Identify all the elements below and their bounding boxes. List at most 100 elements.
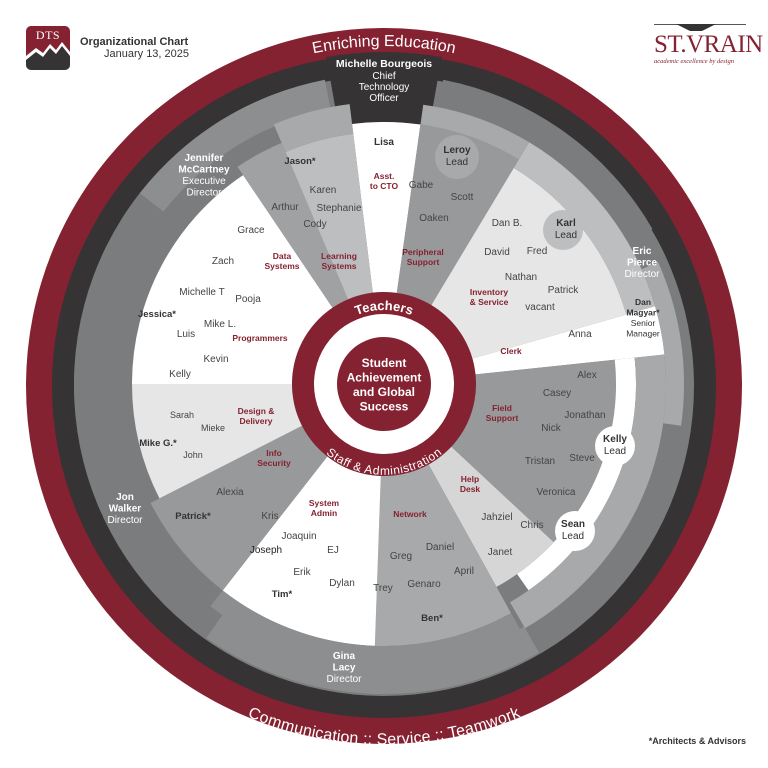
member: Zach (212, 256, 234, 267)
member: Sarah (170, 410, 194, 420)
member: Jahziel (481, 512, 512, 523)
member: Casey (543, 388, 571, 399)
center-line: and Global (353, 385, 415, 399)
center-line: Success (360, 400, 409, 414)
team-label-programmers: Programmers (232, 333, 288, 343)
team-field-support (451, 359, 616, 543)
member: Chris (520, 520, 543, 531)
member: Cody (303, 219, 326, 230)
member-joseph: Joseph (250, 545, 282, 556)
center-disk (337, 337, 431, 431)
team-system-admin (222, 456, 381, 646)
member: John (183, 450, 203, 460)
brand-tagline: academic excellence by design (654, 58, 734, 65)
inventory-outer (513, 142, 656, 315)
lead-bubble-leroy (435, 135, 479, 179)
team-asst-cto (352, 122, 421, 293)
member: Daniel (426, 542, 454, 553)
page-date: January 13, 2025 (104, 48, 190, 60)
member-lisa: Lisa (374, 137, 394, 148)
center-line: Student (362, 356, 407, 370)
member: Mike L. (204, 319, 236, 330)
member: April (454, 566, 474, 577)
team-programmers (132, 175, 333, 384)
member: Erik (293, 567, 311, 578)
senior-manager-sector (641, 261, 684, 426)
member: Nick (541, 423, 561, 434)
member: Gabe (409, 180, 434, 191)
team-data-systems (237, 142, 349, 308)
mountain-icon (26, 42, 70, 70)
team-design-delivery (132, 384, 303, 499)
st-vrain-logo: ST.VRAIN academic excellence by design (650, 22, 763, 68)
brand-name: ST.VRAIN (654, 31, 763, 58)
member-grace: Grace (237, 225, 265, 236)
team-peripheral-support (396, 124, 519, 306)
member: Pooja (235, 294, 261, 305)
member: Arthur (271, 202, 299, 213)
team-clerk (472, 306, 665, 375)
lead-bubble-kelly (595, 426, 635, 466)
member: Fred (527, 246, 548, 257)
architect-tim: Tim* (272, 589, 293, 600)
director-sector-lacy (206, 613, 540, 694)
member: Jonathan (564, 410, 605, 421)
grad-cap-icon (676, 24, 716, 31)
member: Kris (261, 511, 278, 522)
member: Dan B. (492, 218, 523, 229)
team-label-clerk: Clerk (500, 346, 522, 356)
cto-sector (326, 51, 442, 126)
member: Janet (488, 547, 513, 558)
lead-bubble-karl (543, 210, 583, 250)
team-network (374, 464, 512, 646)
eric-outer (510, 354, 667, 629)
member: Tristan (525, 456, 555, 467)
team-label-inventory: Inventory& Service (470, 287, 509, 307)
director-sector-mccartney (139, 79, 331, 212)
page-title: Organizational Chart (80, 36, 189, 48)
architect-jessica: Jessica* (138, 309, 176, 320)
architect-mike-g: Mike G.* (139, 438, 177, 449)
center-line: Achievement (347, 371, 422, 385)
peripheral-outer (420, 104, 530, 160)
member: vacant (525, 302, 555, 313)
member: Oaken (419, 213, 448, 224)
member: Michelle T (179, 287, 224, 298)
team-inventory-service (431, 167, 627, 359)
team-learning-systems (285, 133, 373, 300)
team-info-security (150, 425, 328, 591)
member-alexia: Alexia (216, 487, 244, 498)
team-label-asst-cto: Asst.to CTO (370, 171, 399, 191)
member: Steve (569, 453, 595, 464)
lead-bubble-sean (555, 511, 595, 551)
dts-logo: DTS (26, 26, 70, 70)
member: Kevin (203, 354, 228, 365)
member: Greg (390, 551, 412, 562)
architect-ben: Ben* (421, 613, 443, 624)
member: David (484, 247, 510, 258)
team-label-design-delivery: Design &Delivery (238, 406, 275, 426)
architect-patrick: Patrick* (175, 511, 211, 522)
wedges (73, 51, 684, 694)
member: Nathan (505, 272, 537, 283)
member: Stephanie (316, 203, 361, 214)
team-label-network: Network (393, 509, 427, 519)
member: Veronica (537, 487, 576, 498)
director-sector-walker (73, 193, 224, 638)
